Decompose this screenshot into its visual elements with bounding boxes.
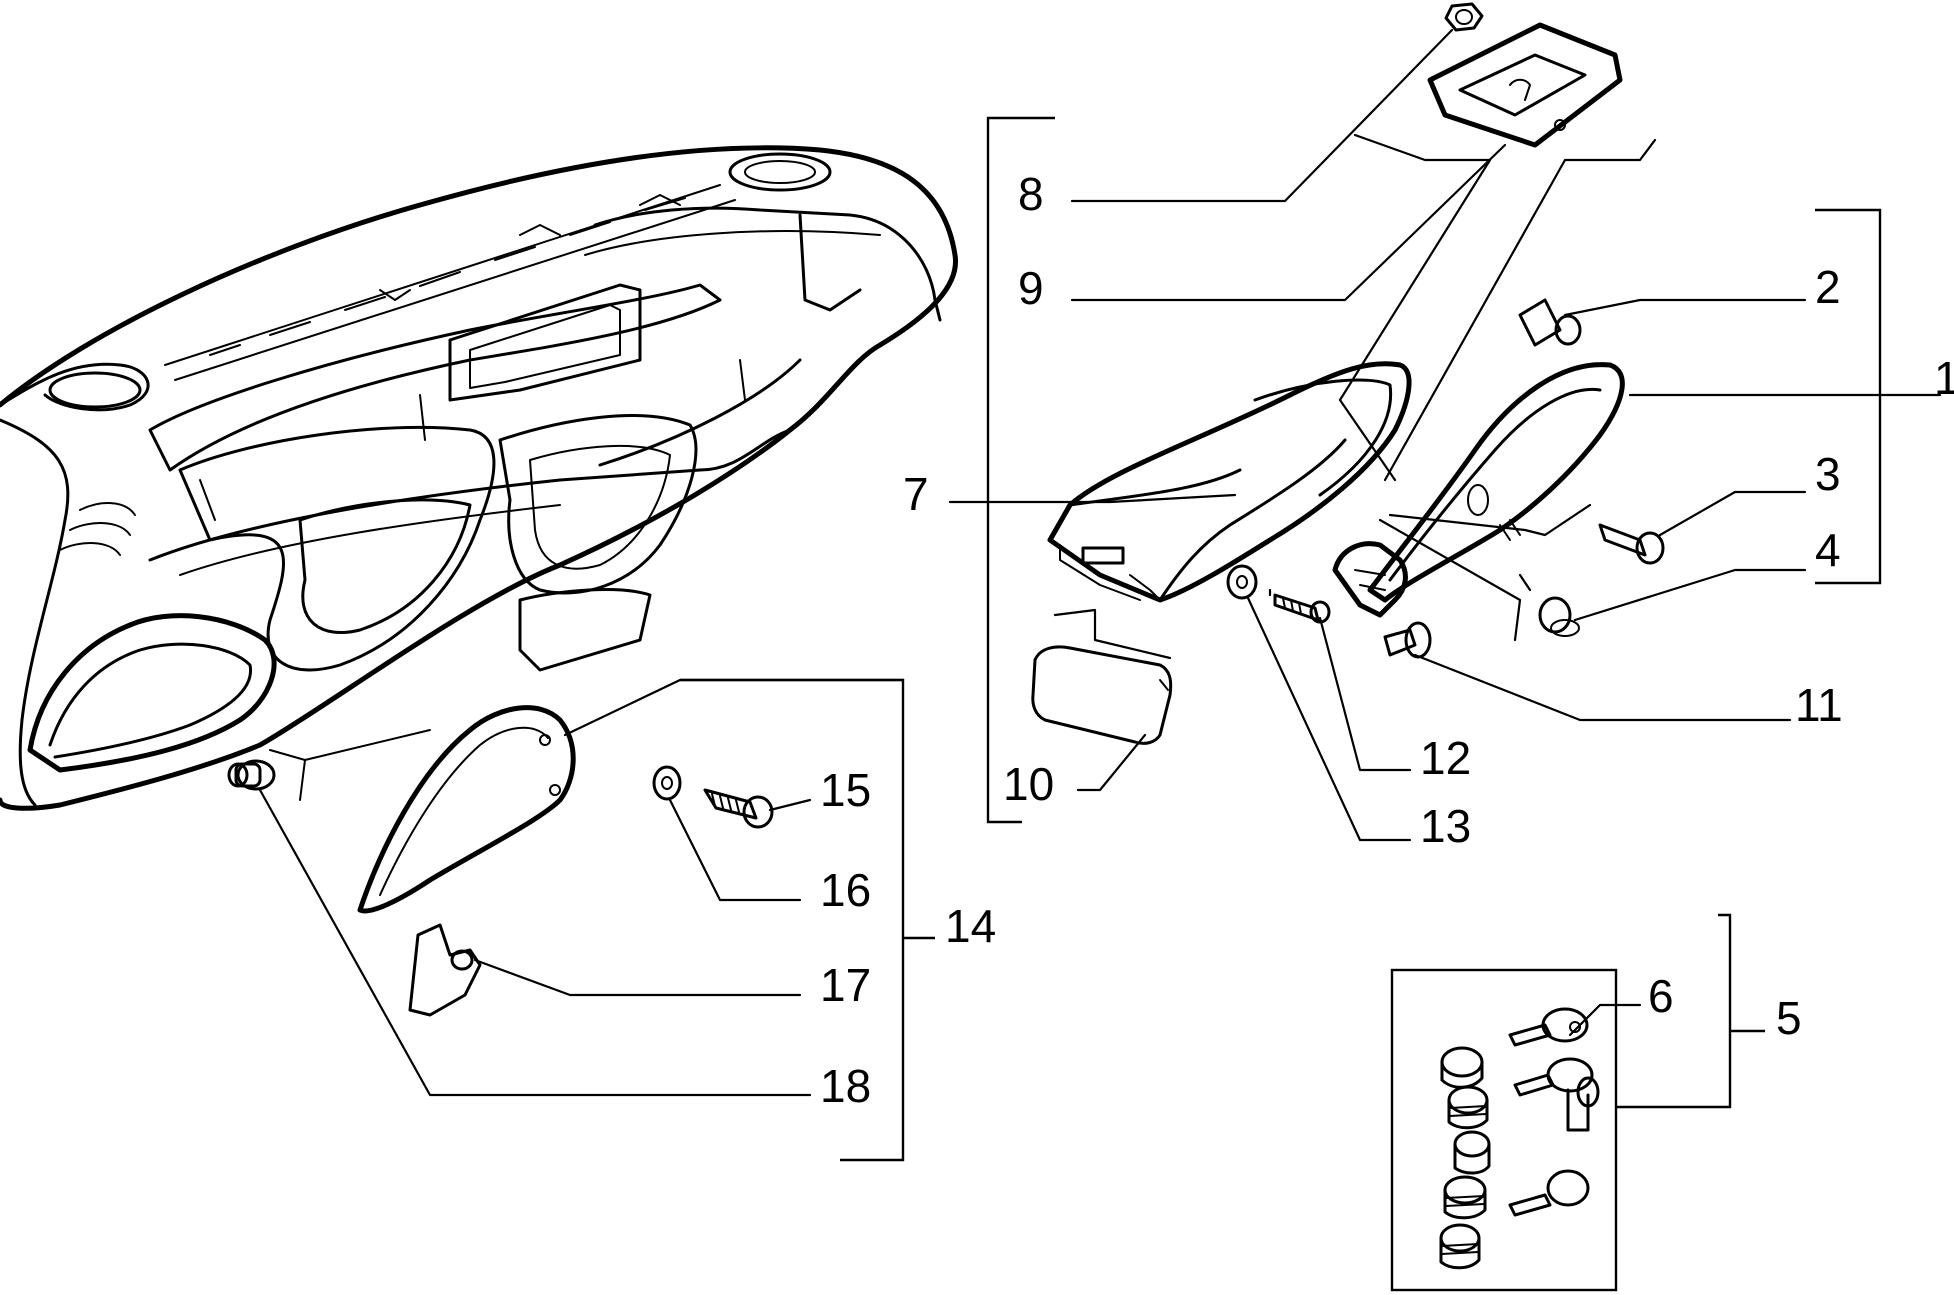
part-7-glovebox-bin: [1047, 361, 1412, 603]
callout-10: 10: [1003, 758, 1054, 810]
brackets: [680, 116, 1882, 1162]
part-10-pad: [1031, 645, 1173, 745]
part-9-bracket-plate: [1427, 22, 1623, 148]
leader-lines: [258, 28, 1942, 1097]
callout-15: 15: [820, 764, 871, 816]
callout-18: 18: [820, 1060, 871, 1112]
callout-2: 2: [1815, 261, 1841, 313]
callout-14: 14: [945, 900, 996, 952]
part-17-latch: [408, 923, 482, 1017]
callout-7: 7: [903, 468, 929, 520]
lock-cylinders: [1439, 1046, 1491, 1270]
part-5-lock-kit-box: [1390, 968, 1618, 1292]
callout-13: 13: [1420, 800, 1471, 852]
part-2-stud: [1518, 298, 1582, 347]
part-8-nut: [1444, 2, 1484, 32]
callout-9: 9: [1018, 262, 1044, 314]
callout-12: 12: [1420, 732, 1471, 784]
callout-16: 16: [820, 864, 871, 916]
callout-6: 6: [1648, 970, 1674, 1022]
callout-3: 3: [1815, 448, 1841, 500]
part-15-16-screw-washer: [652, 765, 774, 829]
part-13-washer: [1226, 564, 1258, 600]
part-4-cap: [1538, 596, 1580, 637]
callout-11: 11: [1795, 679, 1843, 731]
callout-17: 17: [820, 959, 871, 1011]
callout-labels: 1 2 3 4 5 6 7 8 9 10 11 12 13 14 15 16 1…: [820, 168, 1954, 1112]
callout-5: 5: [1776, 992, 1802, 1044]
dashboard-fascia: [0, 145, 959, 811]
keys: [1508, 1007, 1600, 1217]
part-14-glovebox-lid: [269, 705, 576, 914]
callout-4: 4: [1815, 524, 1841, 576]
part-3-pin: [1598, 523, 1665, 565]
part-11-plug: [1383, 621, 1432, 659]
part-18-rubber-stop: [227, 759, 276, 791]
callout-8: 8: [1018, 168, 1044, 220]
callout-1: 1: [1934, 352, 1954, 404]
